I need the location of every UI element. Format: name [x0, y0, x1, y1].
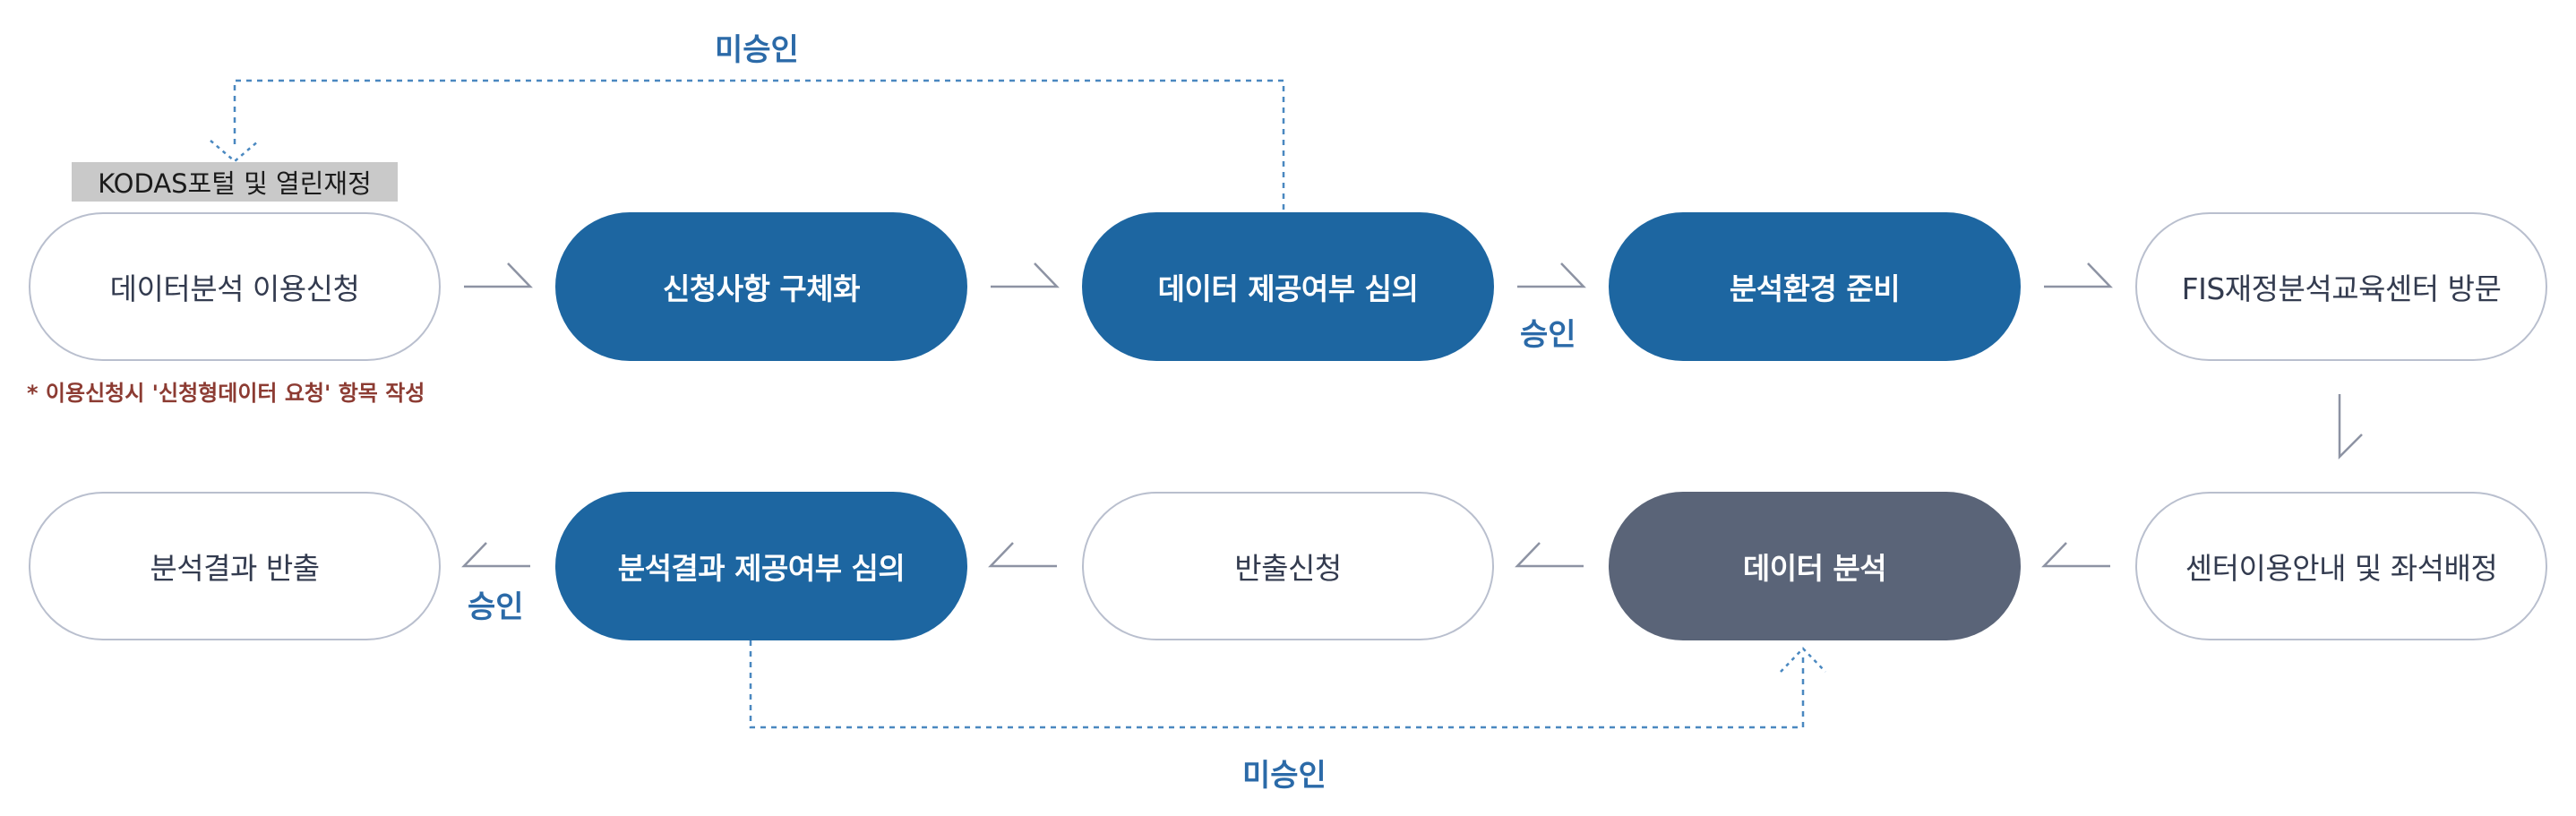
arrow-1: [464, 262, 533, 288]
step-visit: FIS재정분석교육센터 방문: [2135, 212, 2547, 361]
arrow-6: [1515, 542, 1584, 568]
step-export: 분석결과 반출: [29, 492, 441, 640]
step-guide: 센터이용안내 및 좌석배정: [2135, 492, 2547, 640]
unapproved-loop-bottom: [749, 640, 1805, 729]
unapproved-loop-top: [233, 79, 1285, 210]
label-approved-top: 승인: [1520, 317, 1576, 353]
arrow-4: [2044, 262, 2113, 288]
label-not-approved-top: 미승인: [715, 32, 799, 68]
arrow-5: [2041, 542, 2110, 568]
loop-arrowhead-bottom: [1780, 647, 1826, 673]
arrow-8: [461, 542, 530, 568]
step-prepare: 분석환경 준비: [1609, 212, 2021, 361]
label-not-approved-bottom: 미승인: [1242, 758, 1327, 794]
label-approved-bottom: 승인: [468, 589, 524, 625]
step-specify: 신청사항 구체화: [555, 212, 967, 361]
arrow-3: [1517, 262, 1586, 288]
loop-arrowhead-top: [210, 140, 260, 163]
step-apply: 데이터분석 이용신청: [29, 212, 441, 361]
arrow-7: [988, 542, 1057, 568]
source-tag: KODAS포털 및 열린재정: [72, 162, 398, 202]
step-result-review: 분석결과 제공여부 심의: [555, 492, 967, 640]
application-note: * 이용신청시 '신청형데이터 요청' 항목 작성: [27, 381, 425, 406]
step-export-request: 반출신청: [1082, 492, 1494, 640]
step-review: 데이터 제공여부 심의: [1082, 212, 1494, 361]
step-analyze: 데이터 분석: [1609, 492, 2021, 640]
arrow-down: [2338, 394, 2363, 460]
arrow-2: [991, 262, 1060, 288]
